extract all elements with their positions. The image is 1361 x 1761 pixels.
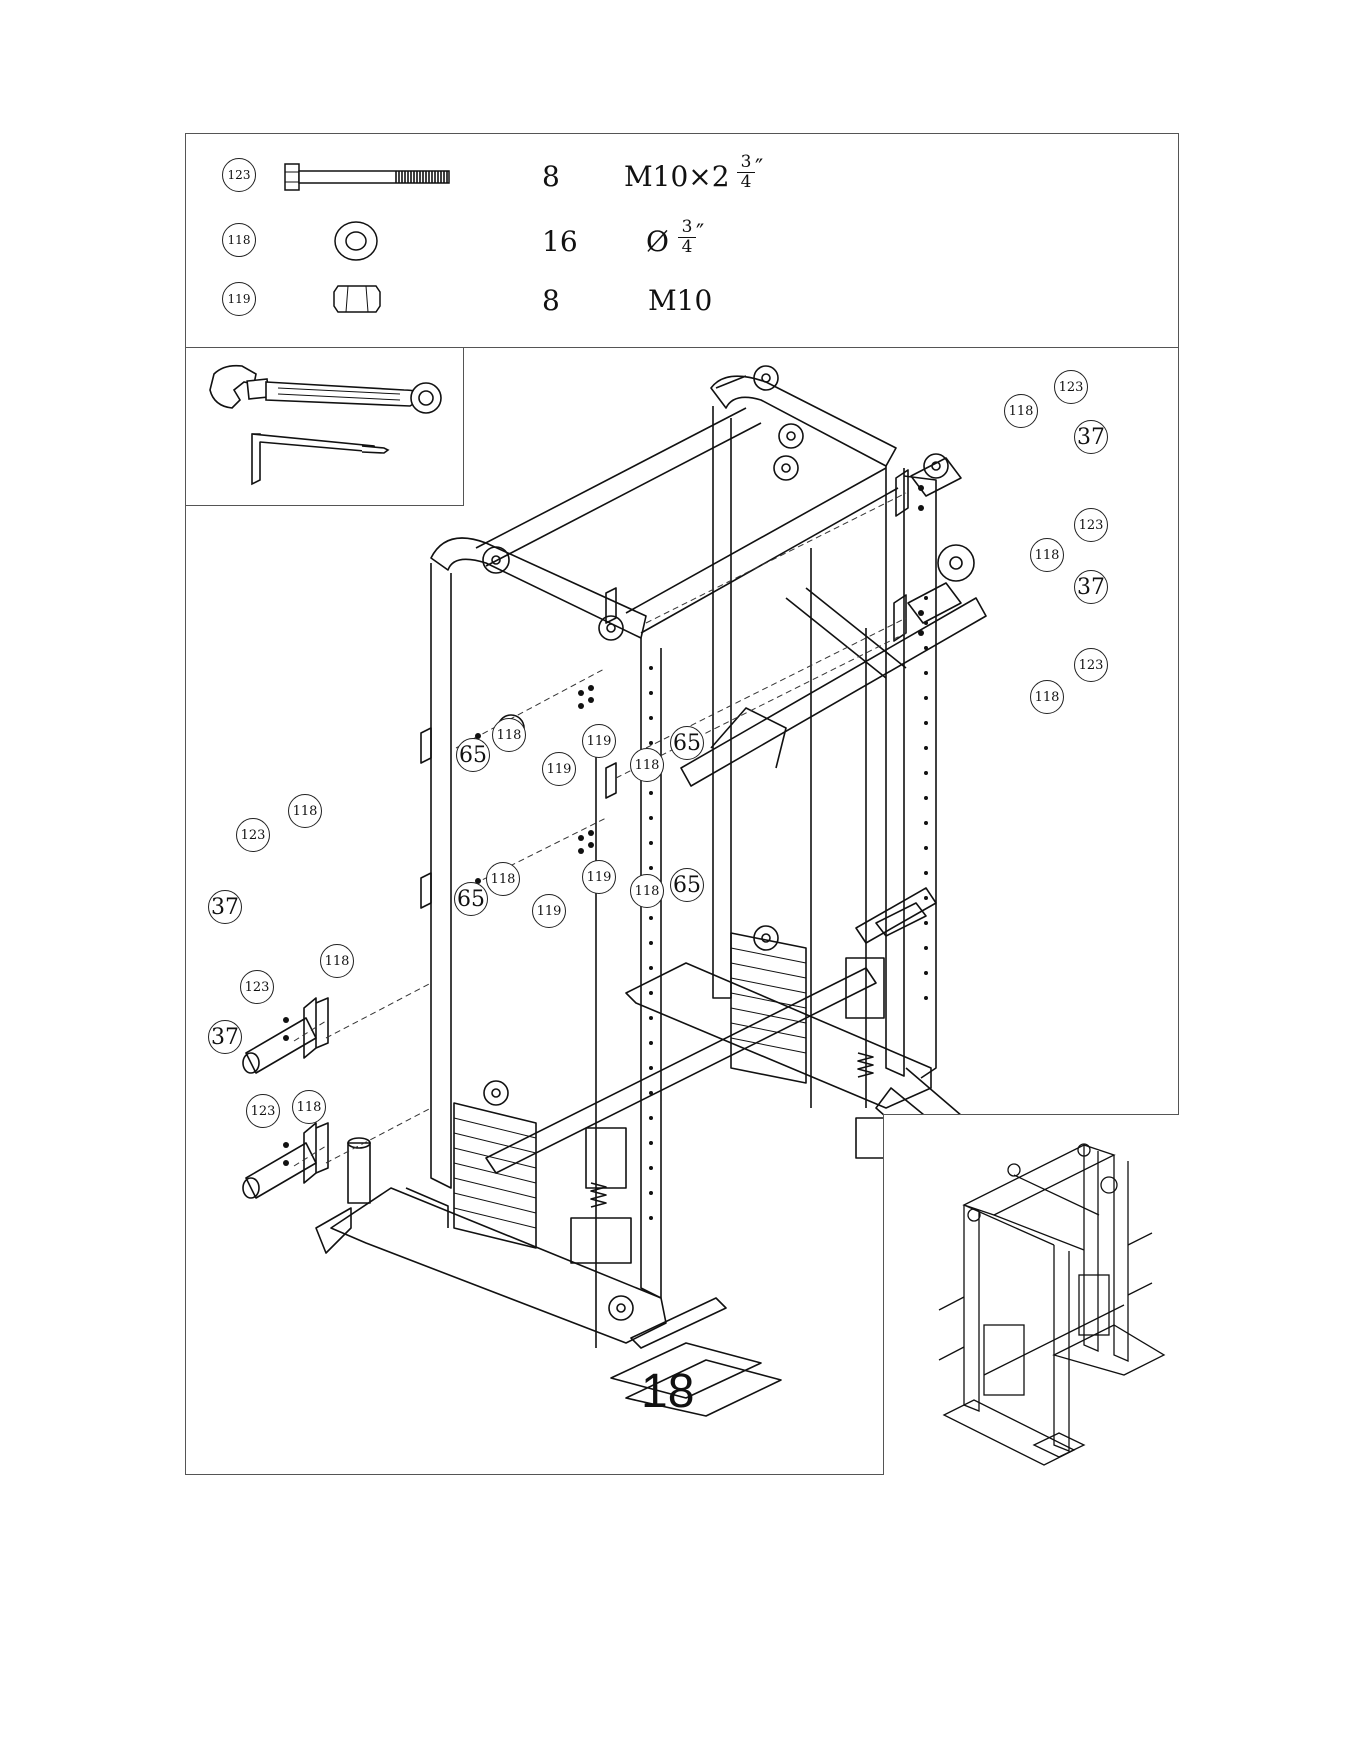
tools-box [186,348,464,506]
spec: M10 [648,286,712,316]
hardware-row-nut: 119 8 M10 [186,278,1178,328]
callout-part: 123 [246,1094,280,1128]
fraction-numerator: 3 [741,152,752,172]
callout-part: 65 [670,868,704,902]
callout-part: 118 [1004,394,1038,428]
hardware-row-washer: 118 16 Ø 3 4 ″ [186,219,1178,269]
part-number-badge: 118 [222,223,256,257]
callout-part: 123 [240,970,274,1004]
quantity: 8 [542,162,560,192]
callout-part: 118 [492,718,526,752]
callout-part: 123 [236,818,270,852]
allen-key-icon [244,430,394,490]
callout-part: 118 [630,874,664,908]
front-weight-stack [454,1103,536,1248]
washer-icon [332,219,380,263]
callout-part: 118 [292,1090,326,1124]
smith-bar [486,968,876,1173]
callout-part: 123 [1074,508,1108,542]
rear-left-upright [713,406,731,998]
hardware-panel: 123 8 M10×2 [186,134,1178,348]
fraction-numerator: 3 [682,217,693,237]
callout-part: 118 [320,944,354,978]
callout-part: 119 [582,860,616,894]
callout-part: 37 [208,890,242,924]
callout-part: 118 [1030,680,1064,714]
left-horn-lower [246,1143,316,1198]
hardware-row-bolt: 123 8 M10×2 [186,154,1178,204]
fraction-denominator: 4 [682,237,693,257]
callout-part: 119 [542,752,576,786]
reference-drawing [884,1115,1178,1474]
callout-part: 118 [288,794,322,828]
callout-part: 119 [532,894,566,928]
rear-right-upright [886,466,904,1076]
fraction-denominator: 4 [741,172,752,192]
spec: Ø [646,227,669,257]
callout-part: 118 [630,748,664,782]
right-horn-upper [911,458,961,496]
rear-top-arch [711,376,896,466]
quantity: 8 [542,286,560,316]
part-number-badge: 123 [222,158,256,192]
callout-part: 118 [1030,538,1064,572]
callout-part: 123 [1054,370,1088,404]
left-horn-upper [246,1018,316,1073]
front-base [331,1188,666,1343]
callout-part: 65 [670,726,704,760]
callout-part: 119 [582,724,616,758]
fraction: 3 4 [737,154,755,191]
front-left-upright [431,563,451,1188]
nut-icon [332,284,382,314]
callout-part: 37 [1074,570,1108,604]
callout-part: 65 [456,738,490,772]
callout-part: 37 [1074,420,1108,454]
part-number-badge: 119 [222,282,256,316]
step-number: 18 [641,1364,694,1419]
reference-inset [883,1114,1179,1475]
quantity: 16 [542,227,578,257]
bolt-icon [284,162,450,192]
inch-mark: ″ [755,154,763,184]
right-horn-lower [908,583,961,623]
wrench-icon [204,360,444,420]
spec: M10×2 [624,162,730,192]
callout-part: 65 [454,882,488,916]
callout-part: 118 [486,862,520,896]
callout-part: 123 [1074,648,1108,682]
callout-part: 37 [208,1020,242,1054]
front-top-arch [431,538,646,638]
instruction-frame: 123 8 M10×2 [185,133,1179,1475]
inch-mark: ″ [696,219,704,249]
fraction: 3 4 [678,219,696,256]
upper-bar [681,598,986,786]
